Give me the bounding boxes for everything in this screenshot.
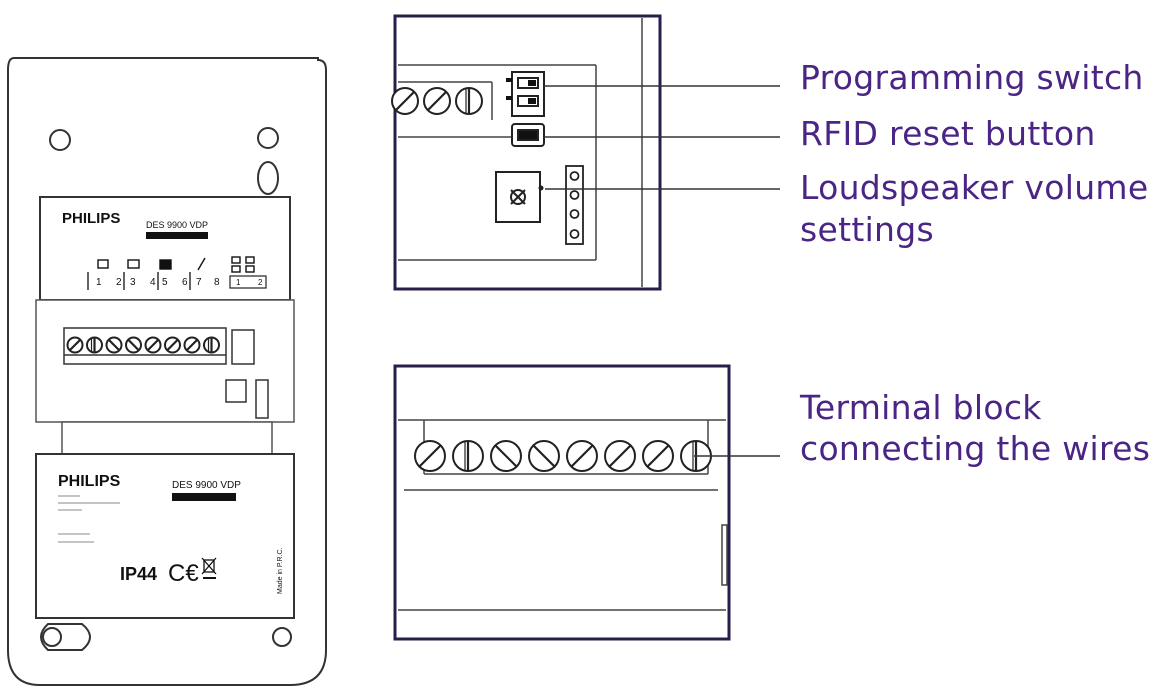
switch-icon — [245, 256, 255, 264]
weee-icon — [201, 557, 217, 579]
switch-number: 2 — [258, 278, 263, 287]
screw-terminal — [125, 336, 142, 354]
switch-icon — [245, 265, 255, 273]
screw-hole — [49, 129, 71, 151]
rfid-reset-button — [511, 123, 545, 147]
volume-connector — [565, 165, 584, 245]
screw-terminal — [144, 336, 162, 354]
screw-terminal — [105, 336, 123, 354]
terminal-number: 1 — [96, 277, 102, 288]
bottom-label-brand: PHILIPS — [58, 473, 121, 490]
screw-terminal — [604, 440, 636, 472]
callout-volume-line1: Loudspeaker volume — [800, 168, 1149, 207]
terminal-screws — [414, 440, 712, 472]
callout-rfid-reset: RFID reset button — [800, 114, 1096, 153]
terminal-number: 8 — [214, 277, 220, 288]
callout-terminal-line1: Terminal block — [800, 388, 1042, 427]
top-label-brand: PHILIPS — [62, 210, 120, 227]
terminal-number: 6 — [182, 277, 188, 288]
screw-hole — [257, 127, 279, 149]
volume-potentiometer — [495, 171, 544, 223]
callout-programming-switch: Programming switch — [800, 58, 1144, 97]
door-icon — [159, 259, 172, 270]
switch-icon — [231, 265, 241, 273]
small-terminal-screws — [66, 336, 220, 354]
screw-terminal — [66, 336, 84, 354]
screw-terminal — [86, 336, 103, 354]
screw-terminal — [452, 440, 484, 472]
terminal-screws-partial — [391, 87, 483, 115]
monitor-icon — [127, 259, 140, 269]
device-back — [7, 57, 327, 686]
screw-terminal — [566, 440, 598, 472]
screw-terminal — [414, 440, 446, 472]
screw-terminal — [642, 440, 674, 472]
switch-icon — [231, 256, 241, 264]
screw-terminal — [183, 336, 201, 354]
terminal-number: 2 — [116, 277, 122, 288]
screw-terminal — [203, 336, 220, 354]
terminal-number: 4 — [150, 277, 156, 288]
bottom-label-model: DES 9900 VDP — [172, 480, 241, 491]
bottom-label-barcode — [172, 493, 236, 501]
bottom-label: PHILIPS DES 9900 VDP IP44 C€ Made in P.R… — [35, 453, 295, 619]
terminal-number: 7 — [196, 277, 202, 288]
ce-mark: C€ — [168, 560, 199, 587]
device-housing — [7, 57, 327, 686]
leader-lines — [544, 85, 780, 457]
top-label-barcode — [146, 232, 208, 239]
screw-terminal — [455, 87, 483, 115]
screw-terminal — [528, 440, 560, 472]
screw-terminal — [423, 87, 451, 115]
programming-switch — [506, 71, 545, 117]
screw-hole — [257, 161, 279, 195]
cable-hole-inner — [42, 627, 62, 647]
ip-rating: IP44 — [120, 564, 157, 584]
callout-terminal-line2: connecting the wires — [800, 429, 1151, 468]
detail-box-terminal — [393, 364, 731, 641]
terminal-cover — [35, 299, 295, 455]
cable-hole — [40, 623, 91, 651]
key-icon — [197, 257, 206, 271]
switch-number: 1 — [236, 278, 241, 287]
callout-volume-line2: settings — [800, 210, 934, 249]
screw-hole — [272, 627, 292, 647]
terminal-number: 3 — [130, 277, 136, 288]
screw-terminal — [164, 336, 181, 354]
terminal-number: 5 — [162, 277, 168, 288]
screw-terminal — [490, 440, 522, 472]
top-label-model: DES 9900 VDP — [146, 220, 208, 230]
video-icon — [97, 259, 109, 269]
made-in-text: Made in P.R.C. — [277, 547, 284, 594]
detail-box-switches — [391, 14, 662, 291]
screw-terminal — [391, 87, 419, 115]
